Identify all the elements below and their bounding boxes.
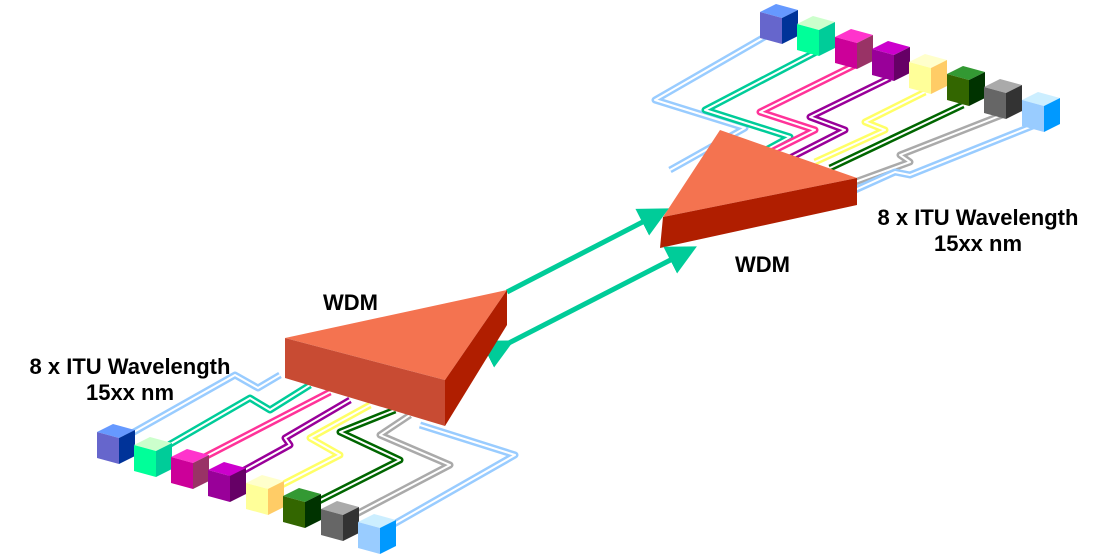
cube-icon	[947, 66, 985, 106]
cube-icon	[984, 79, 1022, 119]
left-wavelength-line1: 8 x ITU Wavelength	[29, 354, 231, 379]
right-wdm-label: WDM	[735, 252, 790, 277]
cube-icon	[283, 488, 321, 528]
left-wdm-prism	[285, 290, 507, 426]
right-wavelength-line1: 8 x ITU Wavelength	[877, 205, 1079, 230]
cube-icon	[97, 424, 135, 464]
right-wavelength-label: 8 x ITU Wavelength 15xx nm	[862, 205, 1094, 257]
right-cubes	[760, 4, 1060, 132]
cube-icon	[909, 54, 947, 94]
cube-icon	[321, 501, 359, 541]
cube-icon	[134, 437, 172, 477]
left-wavelength-line2: 15xx nm	[85, 380, 175, 405]
fiber-link-arrows	[480, 208, 697, 368]
cube-icon	[872, 41, 910, 81]
cube-icon	[835, 29, 873, 69]
right-wdm-prism	[660, 130, 857, 248]
right-wavelength-line2: 15xx nm	[933, 231, 1023, 256]
left-fibers	[123, 371, 519, 536]
cube-icon	[208, 462, 246, 502]
right-fibers	[651, 24, 1037, 194]
left-wavelength-label: 8 x ITU Wavelength 15xx nm	[14, 354, 246, 406]
cube-icon	[171, 449, 209, 489]
left-wdm-label: WDM	[323, 290, 378, 315]
cube-icon	[358, 514, 396, 554]
cube-icon	[760, 4, 798, 44]
cube-icon	[1022, 92, 1060, 132]
left-cubes	[97, 424, 396, 554]
cube-icon	[246, 475, 284, 515]
cube-icon	[797, 16, 835, 56]
